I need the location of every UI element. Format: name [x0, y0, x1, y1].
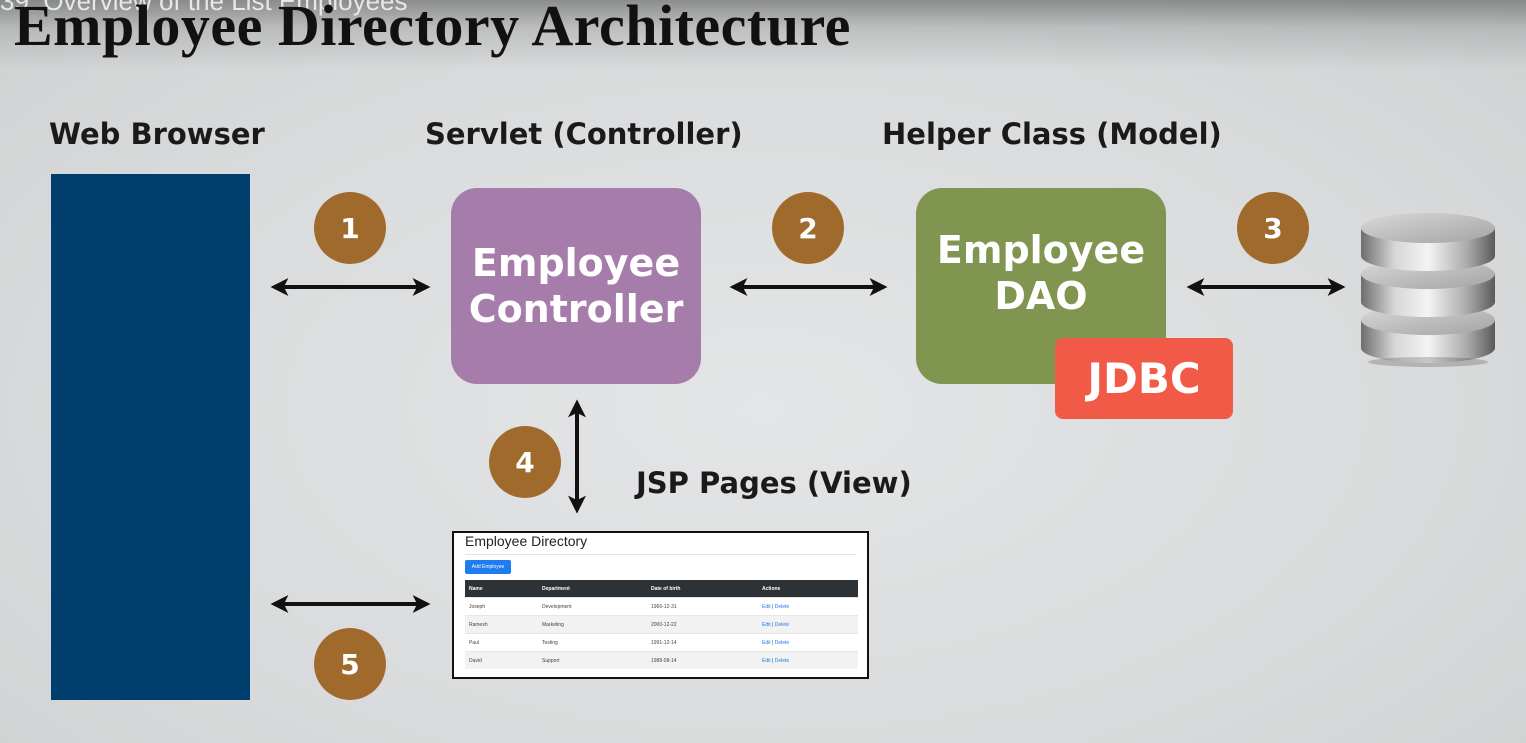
link-separator: | [772, 639, 774, 646]
web-browser-label: Web Browser [49, 117, 265, 151]
edit-link[interactable]: Edit [762, 639, 771, 646]
database-icon [1361, 213, 1495, 367]
helper-class-label: Helper Class (Model) [882, 117, 1222, 151]
delete-link[interactable]: Delete [774, 621, 790, 628]
table-row: Ramesh Marketing 2000-12-22 Edit | Delet… [465, 615, 858, 634]
step-badge-3: 3 [1237, 192, 1309, 264]
header-date-of-birth: Date of birth [647, 580, 758, 598]
edit-link[interactable]: Edit [762, 657, 771, 664]
web-browser-block [51, 174, 250, 700]
cell-actions: Edit | Delete [758, 651, 858, 669]
dao-line-2: DAO [994, 274, 1088, 318]
table-row: Paul Testing 1991-12-14 Edit | Delete [465, 633, 858, 652]
cell-name: Ramesh [465, 615, 538, 634]
cell-name: David [465, 651, 538, 669]
link-separator: | [772, 603, 774, 610]
employee-controller-box: Employee Controller [451, 188, 701, 384]
delete-link[interactable]: Delete [774, 603, 790, 610]
cell-name: Joseph [465, 597, 538, 616]
jsp-page-preview: Employee Directory Add Employee Name Dep… [452, 531, 869, 679]
delete-link[interactable]: Delete [774, 657, 790, 664]
video-top-bar [0, 0, 1526, 70]
cell-actions: Edit | Delete [758, 615, 858, 634]
table-header-row: Name Department Date of birth Actions [465, 580, 858, 598]
link-separator: | [772, 621, 774, 628]
cell-date-of-birth: 1988-08-14 [647, 651, 758, 669]
cell-department: Support [538, 651, 647, 669]
controller-line-1: Employee [471, 240, 681, 285]
slide-title: Employee Directory Architecture [14, 0, 851, 58]
step-badge-4: 4 [489, 426, 561, 498]
cell-actions: Edit | Delete [758, 633, 858, 652]
edit-link[interactable]: Edit [762, 621, 771, 628]
header-name: Name [465, 580, 538, 598]
link-separator: | [772, 657, 774, 664]
controller-line-2: Controller [468, 287, 684, 331]
video-title: 39. Overview of the List Employees [0, 0, 408, 16]
cell-department: Testing [538, 633, 647, 652]
table-row: Joseph Development 1966-12-31 Edit | Del… [465, 597, 858, 616]
cell-date-of-birth: 1966-12-31 [647, 597, 758, 616]
step-badge-2: 2 [772, 192, 844, 264]
header-actions: Actions [758, 580, 858, 598]
jdbc-box: JDBC [1055, 338, 1233, 419]
step-badge-5: 5 [314, 628, 386, 700]
edit-link[interactable]: Edit [762, 603, 771, 610]
jsp-pages-label: JSP Pages (View) [636, 466, 912, 500]
cell-department: Development [538, 597, 647, 616]
cell-department: Marketing [538, 615, 647, 634]
cell-date-of-birth: 2000-12-22 [647, 615, 758, 634]
jsp-page-title: Employee Directory [465, 533, 588, 549]
jsp-divider [465, 554, 856, 555]
add-employee-button[interactable]: Add Employee [465, 560, 511, 574]
cell-date-of-birth: 1991-12-14 [647, 633, 758, 652]
cell-name: Paul [465, 633, 538, 652]
cell-actions: Edit | Delete [758, 597, 858, 616]
servlet-label: Servlet (Controller) [425, 117, 743, 151]
table-row: David Support 1988-08-14 Edit | Delete [465, 651, 858, 669]
step-badge-1: 1 [314, 192, 386, 264]
dao-line-1: Employee [936, 227, 1146, 272]
header-department: Department [538, 580, 647, 598]
delete-link[interactable]: Delete [774, 639, 790, 646]
employee-table: Name Department Date of birth Actions Jo… [465, 580, 858, 669]
